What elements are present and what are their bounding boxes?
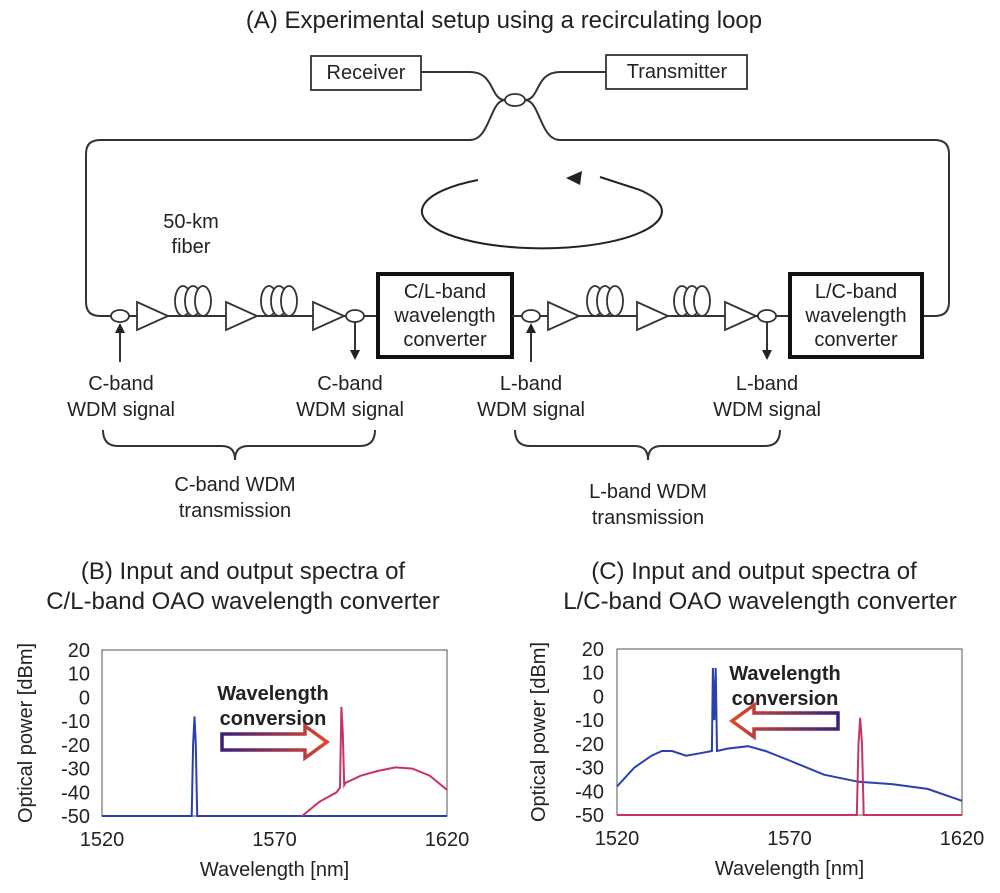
x-tick-label: 1520	[80, 829, 125, 851]
amplifier-icon	[547, 300, 582, 332]
lc-converter-label-3: converter	[814, 329, 898, 351]
arrowhead-up	[526, 323, 536, 333]
x-tick-label: 1570	[767, 828, 812, 850]
lc-converter-label-1: L/C-band	[815, 281, 897, 303]
l-transmission-label-1: L-band WDM	[589, 481, 707, 503]
y-tick-label: -10	[575, 710, 604, 732]
receiver-wire	[421, 71, 506, 101]
l-in-label-2: WDM signal	[477, 399, 585, 421]
l-out-label-1: L-band	[736, 373, 798, 395]
c-coupler-in	[110, 309, 130, 323]
y-tick-label: -40	[61, 782, 90, 804]
arrowhead-down	[762, 350, 772, 360]
l-transmission-label-2: transmission	[592, 507, 704, 529]
fiber-label-2: fiber	[172, 236, 211, 258]
y-tick-label: -20	[61, 735, 90, 757]
lc-converter-label-2: wavelength	[804, 305, 906, 327]
c-in-label-2: WDM signal	[67, 399, 175, 421]
l-coupler-out	[757, 309, 777, 323]
annotation-label-2: conversion	[732, 688, 839, 710]
conversion-arrow-icon	[220, 722, 330, 762]
y-tick-label: -50	[61, 806, 90, 828]
arrowhead-down	[350, 350, 360, 360]
loop-left-wire	[85, 99, 506, 317]
annotation-label-1: Wavelength	[729, 663, 841, 685]
transmitter-label: Transmitter	[627, 61, 728, 83]
amplifier-icon	[636, 300, 671, 332]
conversion-arrow-icon	[729, 701, 840, 741]
setup-title: (A) Experimental setup using a recircula…	[246, 7, 762, 34]
fiber-spool-icon	[693, 285, 711, 317]
x-axis-label: Wavelength [nm]	[200, 859, 349, 881]
c-out-label-1: C-band	[317, 373, 383, 395]
annotation-label-2: conversion	[220, 708, 327, 730]
c-out-label-2: WDM signal	[296, 399, 404, 421]
x-tick-label: 1520	[595, 828, 640, 850]
arrowhead-up	[115, 323, 125, 333]
fiber-spool-icon	[280, 285, 298, 317]
fiber-spool-icon	[194, 285, 212, 317]
x-axis-label: Wavelength [nm]	[715, 858, 864, 880]
x-tick-label: 1620	[425, 829, 470, 851]
amplifier-icon	[724, 300, 759, 332]
y-tick-label: 10	[582, 663, 604, 685]
transmitter-box	[605, 54, 748, 90]
amplifier-icon	[136, 300, 171, 332]
receiver-label: Receiver	[327, 62, 406, 84]
y-tick-label: -30	[575, 758, 604, 780]
chart-c: (C) Input and output spectra of L/C-band…	[528, 558, 984, 880]
loop-right-wire	[524, 99, 950, 317]
chart-b: (B) Input and output spectra of C/L-band…	[15, 558, 469, 881]
amplifier-icon	[312, 300, 347, 332]
fiber-label-1: 50-km	[163, 211, 219, 233]
y-tick-label: -10	[61, 711, 90, 733]
y-tick-label: 10	[68, 664, 90, 686]
circulation-arrowhead	[566, 171, 582, 185]
circulation-arrow-line	[599, 176, 641, 191]
y-tick-label: 20	[68, 640, 90, 662]
y-tick-label: 0	[79, 687, 90, 709]
annotation-label-1: Wavelength	[217, 683, 329, 705]
series-line	[617, 717, 962, 816]
chart-c-title-1: (C) Input and output spectra of	[591, 558, 917, 585]
cl-converter-box	[376, 272, 514, 359]
chart-b-title-2: C/L-band OAO wavelength converter	[46, 588, 440, 615]
top-coupler	[504, 93, 526, 107]
series-line	[102, 716, 447, 817]
l-coupler-in	[521, 309, 541, 323]
cl-converter-label-1: C/L-band	[404, 281, 486, 303]
fiber-spool-icon	[606, 285, 624, 317]
cl-converter-label-2: wavelength	[393, 305, 495, 327]
x-tick-label: 1620	[940, 828, 985, 850]
y-tick-label: 20	[582, 639, 604, 661]
circulation-loop	[420, 179, 663, 250]
y-tick-label: -40	[575, 781, 604, 803]
series-line	[616, 667, 963, 802]
y-tick-label: -20	[575, 734, 604, 756]
l-brace	[514, 429, 781, 461]
y-axis-label: Optical power [dBm]	[15, 643, 37, 823]
lc-converter-box	[788, 272, 924, 359]
amplifier-icon	[225, 300, 260, 332]
c-transmission-label-2: transmission	[179, 500, 291, 522]
series-line	[301, 706, 448, 817]
x-tick-label: 1570	[252, 829, 297, 851]
l-in-label-1: L-band	[500, 373, 562, 395]
y-axis-label: Optical power [dBm]	[528, 642, 550, 822]
c-in-label-1: C-band	[88, 373, 154, 395]
receiver-box	[310, 55, 422, 91]
chart-b-title-1: (B) Input and output spectra of	[81, 558, 406, 585]
y-tick-label: -30	[61, 759, 90, 781]
transmitter-wire	[524, 71, 606, 101]
l-out-label-2: WDM signal	[713, 399, 821, 421]
chart-c-title-2: L/C-band OAO wavelength converter	[563, 588, 957, 615]
y-tick-label: 0	[593, 686, 604, 708]
c-coupler-out	[345, 309, 365, 323]
cl-converter-label-3: converter	[403, 329, 487, 351]
c-transmission-label-1: C-band WDM	[174, 474, 295, 496]
y-tick-label: -50	[575, 805, 604, 827]
c-brace	[102, 429, 376, 461]
